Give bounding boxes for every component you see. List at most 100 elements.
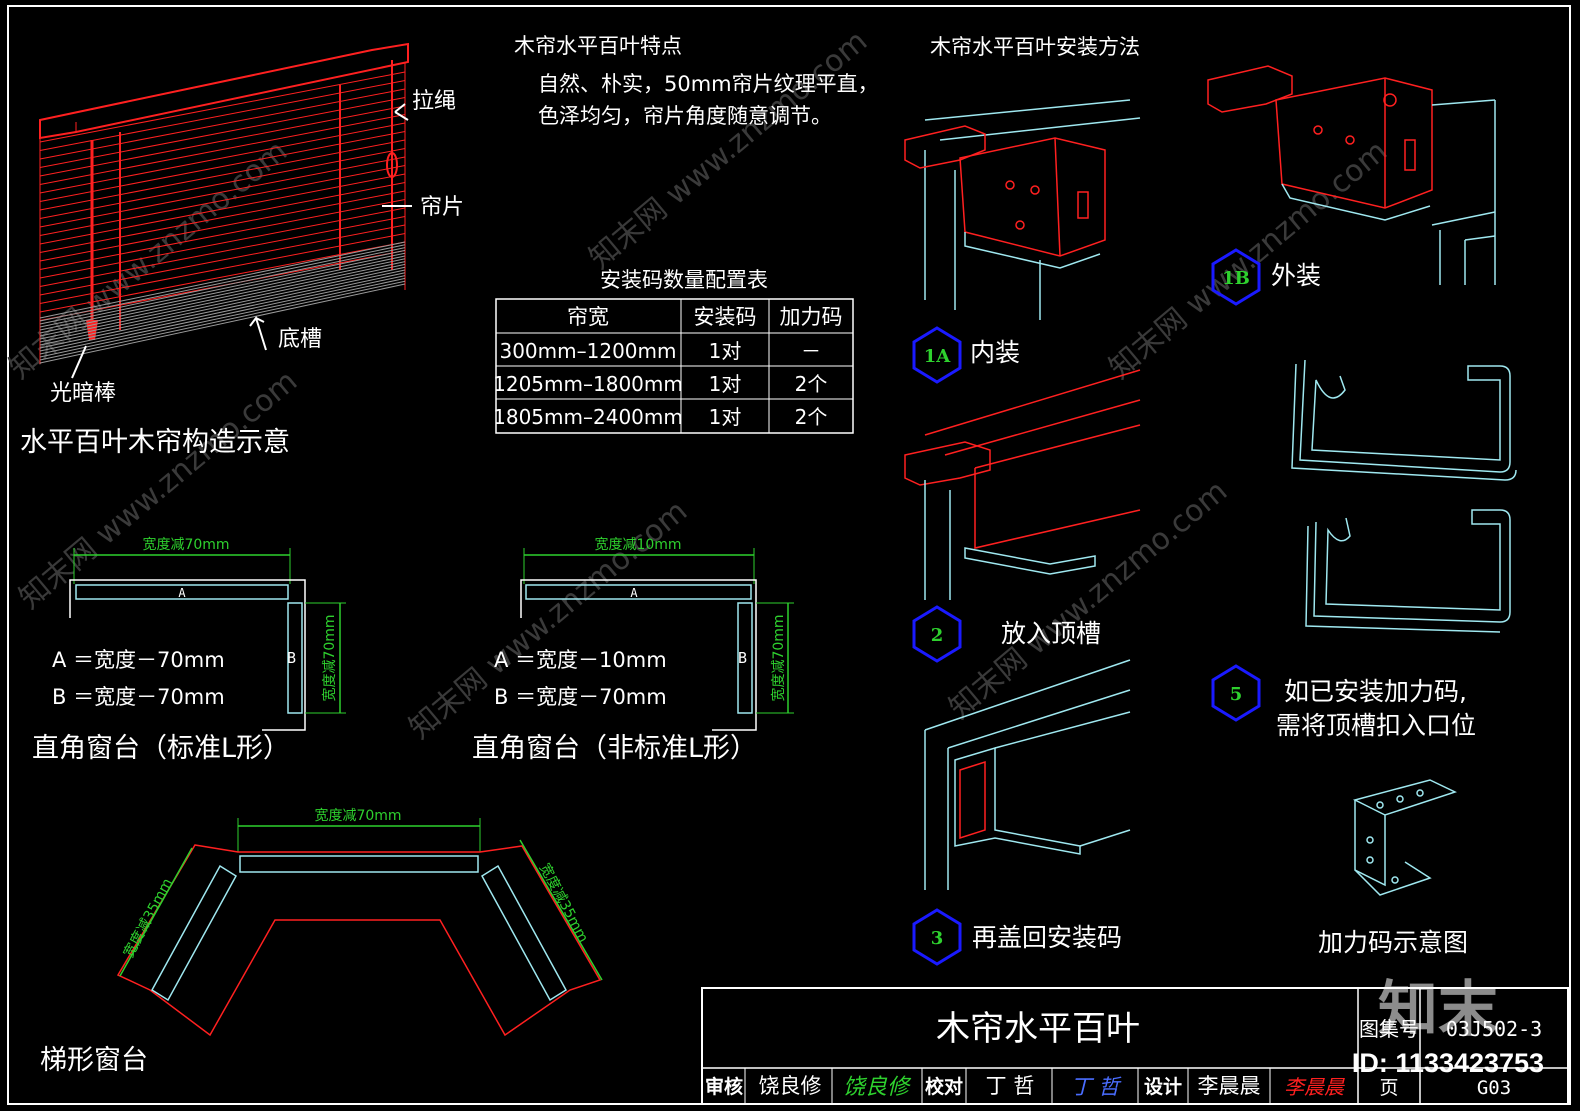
watermark-group: 知末网 www.znzmo.com 知末网 www.znzmo.com 知末网 … — [3, 24, 1394, 746]
rail-line — [994, 711, 1131, 749]
design-signature: 李晨晨 — [1284, 1075, 1345, 1099]
step-2-text: 放入顶槽 — [1001, 619, 1101, 648]
slat — [39, 241, 406, 313]
table-cell: 1805mm–2400mm — [493, 405, 683, 429]
slat-a — [75, 584, 289, 600]
sill-standard-caption: 直角窗台（标准L形） — [32, 733, 290, 764]
step-1a-text: 内装 — [970, 338, 1020, 367]
bracket-quantity-table: 安装码数量配置表 帘宽 安装码 加力码 300mm–1200mm 1对 － 12… — [493, 268, 854, 434]
features-title: 木帘水平百叶特点 — [514, 34, 682, 58]
bottom-rail-hatch — [39, 280, 406, 361]
design-name: 李晨晨 — [1198, 1074, 1261, 1098]
wall-line — [1431, 99, 1496, 106]
bottom-rail-hatch — [39, 255, 406, 334]
table-cell: 300mm–1200mm — [499, 339, 676, 363]
formula-b: B ＝宽度－70mm — [52, 685, 225, 709]
slat — [39, 80, 406, 151]
bracket-hole — [1416, 789, 1424, 797]
review-label: 审核 — [705, 1075, 743, 1098]
bracket-caption: 加力码示意图 — [1318, 928, 1468, 957]
table-cell: 2个 — [795, 372, 828, 396]
slat-a — [525, 584, 752, 600]
atlas-number: 03J502-3 — [1446, 1017, 1542, 1041]
bottom-rail-hatch — [39, 272, 406, 352]
slat — [39, 207, 406, 279]
step-3-drawing — [924, 659, 1131, 890]
installation-method: 木帘水平百叶安装方法 1A 内装 — [904, 35, 1517, 966]
step-3-text: 再盖回安装码 — [972, 923, 1122, 952]
slat — [39, 199, 406, 270]
table-title: 安装码数量配置表 — [600, 268, 768, 292]
blind-caption: 水平百叶木帘构造示意 — [20, 427, 290, 458]
dim-label-top: 宽度减70mm — [314, 807, 401, 824]
slat-b-label: B — [738, 649, 747, 667]
step-number: 5 — [1230, 684, 1243, 705]
slat — [39, 131, 406, 202]
leader-bottom-rail — [249, 315, 267, 351]
step-5-badge: 5 — [1211, 664, 1261, 722]
page-number: G03 — [1477, 1077, 1511, 1099]
check-label: 校对 — [925, 1075, 963, 1098]
label-slat: 帘片 — [420, 195, 464, 220]
slat — [39, 156, 406, 228]
features-line-2: 色泽均匀，帘片角度随意调节。 — [538, 104, 832, 128]
dim-label-top: 宽度减70mm — [142, 536, 229, 553]
wall-line — [924, 99, 1131, 121]
rail-profile — [1299, 359, 1511, 473]
slat — [39, 105, 406, 177]
bracket-foot — [1281, 183, 1431, 221]
dim-line — [519, 839, 603, 981]
step-1b-badge: 1B — [1211, 248, 1261, 306]
bottom-rail-hatch — [39, 263, 406, 343]
dim-label-right: 宽度减35mm — [536, 860, 592, 945]
slat-b-label: B — [287, 649, 296, 667]
check-signature: 丁 哲 — [1071, 1075, 1123, 1099]
head-rail — [954, 746, 1081, 855]
dim-label-top: 宽度减10mm — [594, 536, 681, 553]
slat-right — [481, 864, 567, 1002]
headrail-edge — [39, 131, 77, 139]
formula-a: A ＝宽度－70mm — [52, 648, 225, 672]
bracket-shape — [904, 441, 991, 486]
step-1a-badge: 1A — [912, 326, 962, 384]
table-cell: 1对 — [709, 405, 742, 429]
watermark-text: 知末网 www.znzmo.com — [1103, 134, 1394, 386]
step-badge-hexagon — [1211, 664, 1261, 722]
bracket-hole — [1396, 795, 1404, 803]
step-2-badge: 2 — [912, 605, 962, 663]
bracket-hole — [1366, 856, 1374, 864]
step-badge-hexagon — [1211, 248, 1261, 306]
head-rail — [974, 468, 1141, 549]
page-label: 页 — [1379, 1077, 1398, 1099]
bracket-shape — [1354, 861, 1432, 896]
bracket-shape — [1354, 800, 1386, 887]
step-1a-drawing — [904, 99, 1141, 320]
bracket-hole — [1005, 180, 1015, 190]
step-1b-drawing — [1207, 65, 1496, 285]
rail-profile — [1305, 525, 1501, 633]
label-bottom-rail: 底槽 — [278, 327, 322, 352]
slat — [39, 233, 406, 304]
slat-left — [151, 864, 237, 1002]
bottom-rail-hatch — [39, 252, 406, 331]
bottom-rail-hatch — [39, 269, 406, 349]
wall-line — [974, 424, 1141, 469]
table-cell: 1对 — [709, 372, 742, 396]
bracket-shape — [904, 125, 986, 169]
step-5-profiles — [1291, 359, 1517, 633]
bottom-rail-hatch — [39, 249, 406, 328]
wall-line — [939, 117, 1141, 141]
leader-wand — [71, 345, 87, 379]
bracket-foot — [964, 232, 1101, 269]
step-badge-hexagon — [912, 326, 962, 384]
sill-trapezoid-caption: 梯形窗台 — [40, 1045, 148, 1076]
bottom-rail-hatch — [39, 258, 406, 337]
slat-top — [239, 855, 479, 873]
bracket-hole — [1376, 801, 1384, 809]
step-1b-text: 外装 — [1271, 261, 1321, 290]
step-number: 3 — [931, 928, 944, 949]
bracket-shape — [1352, 779, 1458, 816]
check-name: 丁 哲 — [986, 1074, 1035, 1098]
